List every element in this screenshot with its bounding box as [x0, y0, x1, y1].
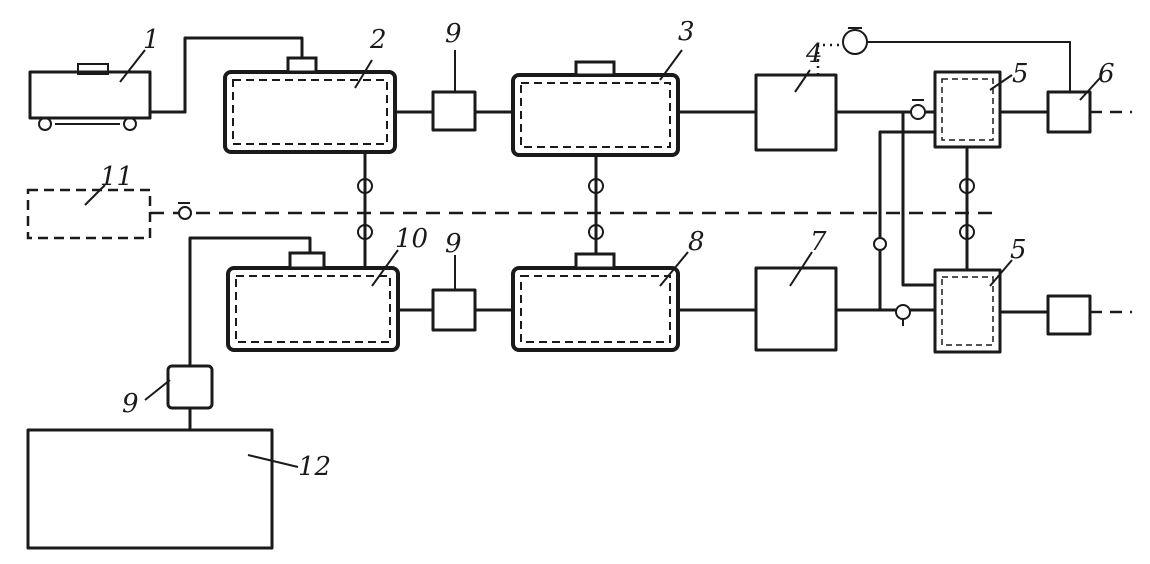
component-5-lower [933, 268, 1002, 354]
component-8-tank [511, 252, 680, 352]
component-3-tank [511, 60, 680, 157]
component-1-mobile-unit [28, 63, 187, 131]
label-8: 8 [688, 227, 705, 257]
label-5-lower: 5 [1010, 235, 1027, 265]
label-9-upper: 9 [445, 19, 462, 49]
label-9-filter: 9 [122, 389, 139, 419]
label-6: 6 [1098, 59, 1115, 89]
component-9-lower [431, 288, 477, 332]
label-1: 1 [143, 25, 160, 55]
label-10: 10 [395, 224, 428, 254]
leader-lines [84, 49, 1101, 468]
label-9-lower: 9 [445, 229, 462, 259]
label-2: 2 [369, 25, 387, 55]
label-7: 7 [810, 227, 827, 257]
component-7-block [754, 266, 838, 352]
component-5-upper [933, 70, 1002, 149]
component-2-tank [223, 56, 397, 154]
label-3: 3 [678, 17, 695, 47]
component-6-block [1046, 90, 1092, 134]
labels: 1 2 9 3 4 5 6 11 10 9 8 7 5 9 12 [100, 17, 1115, 482]
component-11-block [26, 188, 152, 240]
piping [183, 36, 1132, 432]
lower-right-block [1046, 294, 1092, 336]
component-4-block [754, 73, 838, 152]
component-10-tank [226, 251, 400, 352]
label-12: 12 [298, 452, 331, 482]
valves [178, 99, 975, 326]
component-9-filter [166, 364, 214, 410]
label-5-upper: 5 [1012, 59, 1029, 89]
component-9-upper [431, 90, 477, 132]
label-4: 4 [805, 39, 823, 69]
component-12-block [26, 428, 274, 550]
label-11: 11 [100, 162, 133, 192]
signal-line [816, 27, 1071, 93]
